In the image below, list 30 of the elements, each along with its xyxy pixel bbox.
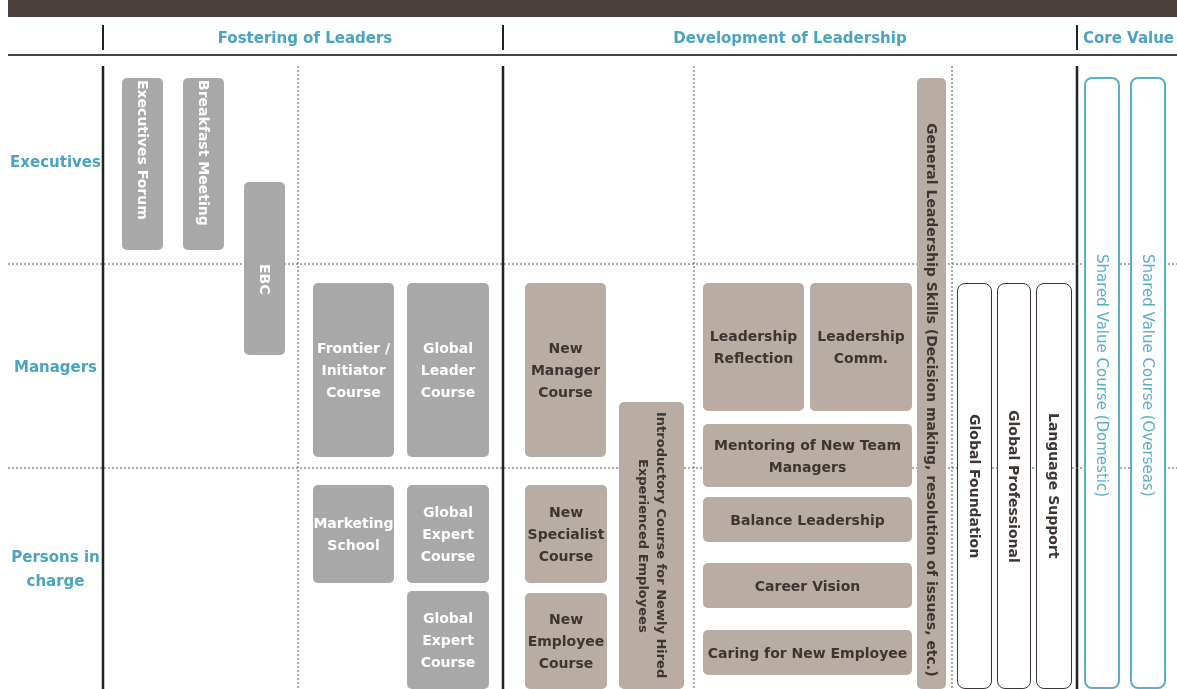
core-value-column: Shared Value Course (Domestic) <box>1084 77 1120 689</box>
course-box: Leadership Reflection <box>703 283 804 411</box>
program-box: Executives Forum <box>122 78 163 250</box>
course-box: Mentoring of New Team Managers <box>703 424 912 487</box>
core-value-column: Shared Value Course (Overseas) <box>1130 77 1166 689</box>
row-heading: Persons in charge <box>10 547 101 592</box>
column-heading: Core Value <box>1082 28 1175 49</box>
program-box: Marketing School <box>313 485 394 583</box>
program-box: Global Expert Course <box>407 485 489 583</box>
row-heading: Managers <box>12 357 99 378</box>
program-box: Global Leader Course <box>407 283 489 457</box>
course-box: Balance Leadership <box>703 497 912 542</box>
course-box: New Specialist Course <box>525 485 607 583</box>
column-heading: Development of Leadership <box>672 28 908 49</box>
course-box: New Manager Course <box>525 283 606 457</box>
course-column: Global Foundation <box>957 283 992 689</box>
course-box: Introductory Course for Newly Hired Experienced Employees <box>619 402 684 689</box>
program-box: Global Expert Course <box>407 591 489 689</box>
course-box: Caring for New Employee <box>703 630 912 675</box>
column-heading: Fostering of Leaders <box>216 28 394 49</box>
course-box: New Employee Course <box>525 593 607 689</box>
program-box: Frontier / Initiator Course <box>313 283 394 457</box>
program-box: EBC <box>244 182 285 355</box>
course-column: Global Professional <box>997 283 1031 689</box>
row-heading: Executives <box>9 152 102 173</box>
course-box: Career Vision <box>703 563 912 608</box>
course-box: Leadership Comm. <box>810 283 912 411</box>
program-box: Breakfast Meeting <box>183 78 224 250</box>
course-column: Language Support <box>1036 283 1072 689</box>
course-box: General Leadership Skills (Decision making, resolution of issues, etc.) <box>917 78 946 689</box>
